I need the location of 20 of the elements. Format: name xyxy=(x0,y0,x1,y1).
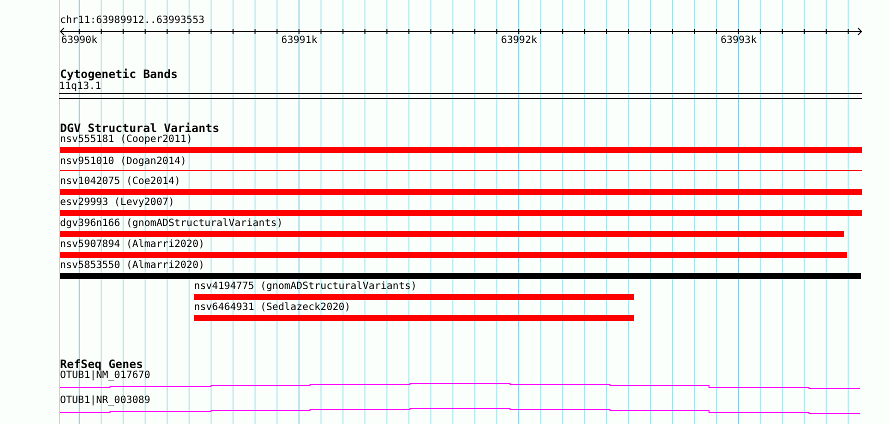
gene-label: OTUB1|NM_017670 xyxy=(60,370,150,382)
feature-label: nsv5907894 (Almarri2020) xyxy=(60,239,204,251)
track-title: DGV Structural Variants xyxy=(60,121,220,135)
track-title: RefSeq Genes xyxy=(60,356,144,370)
feature-label: nsv6464931 (Sedlazeck2020) xyxy=(194,302,351,314)
band-label: 11q13.1 xyxy=(59,81,102,93)
feature-label: nsv555181 (Cooper2011) xyxy=(60,134,192,146)
feature-label: nsv1042075 (Coe2014) xyxy=(60,176,180,188)
gene-label: OTUB1|NR_003089 xyxy=(60,395,150,407)
feature-label: nsv5853550 (Almarri2020) xyxy=(60,260,204,272)
region-coordinates: chr11:63989912..63993553 xyxy=(60,15,204,27)
axis-tick-label: 63991k xyxy=(281,35,318,47)
axis-tick-label: 63993k xyxy=(720,35,757,47)
feature-label: dgv396n166 (gnomADStructuralVariants) xyxy=(60,218,283,230)
axis-tick-label: 63990k xyxy=(61,35,98,47)
feature-label: nsv951010 (Dogan2014) xyxy=(60,156,186,168)
track-title: Cytogenetic Bands xyxy=(60,67,178,81)
feature-label: nsv4194775 (gnomADStructuralVariants) xyxy=(194,280,417,293)
feature-label: esv29993 (Levy2007) xyxy=(60,197,174,209)
axis-tick-label: 63992k xyxy=(501,35,538,47)
